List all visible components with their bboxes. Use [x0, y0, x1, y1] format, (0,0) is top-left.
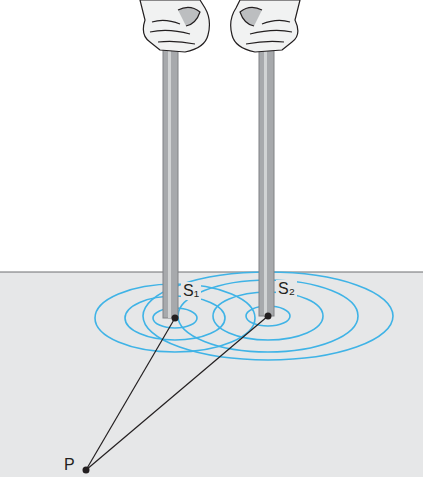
points [83, 313, 272, 474]
point-label: P [62, 456, 77, 474]
rods [163, 50, 274, 318]
water-surface [0, 272, 423, 477]
water-edge [0, 272, 423, 273]
point-label: S₁ [181, 282, 201, 300]
point-label: S₂ [276, 280, 297, 298]
hands [140, 0, 300, 52]
ripples [95, 272, 393, 360]
path-lines [86, 316, 268, 470]
